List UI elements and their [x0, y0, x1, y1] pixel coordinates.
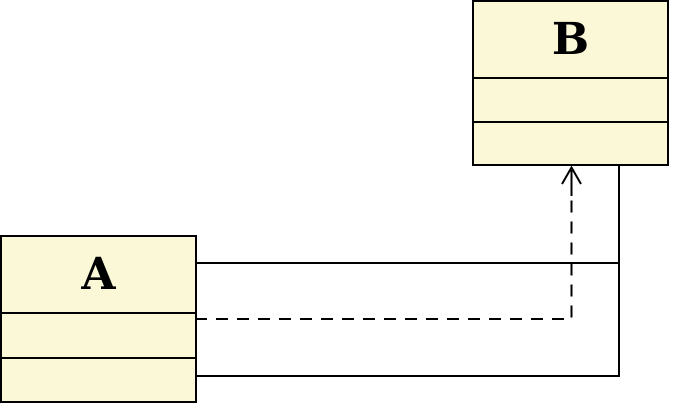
class-a-attributes-compartment [2, 312, 195, 357]
class-a-name-compartment: A [2, 237, 195, 312]
class-b-name-compartment: B [474, 2, 667, 77]
class-b-operations-compartment [474, 121, 667, 164]
class-box-b: B [472, 0, 669, 166]
dependency-dashed-line [195, 198, 573, 320]
class-box-a: A [0, 235, 197, 403]
class-b-name: B [551, 13, 590, 65]
class-a-name: A [81, 248, 116, 300]
class-a-operations-compartment [2, 357, 195, 401]
dependency-arrowhead-icon [561, 165, 582, 185]
class-b-attributes-compartment [474, 77, 667, 121]
